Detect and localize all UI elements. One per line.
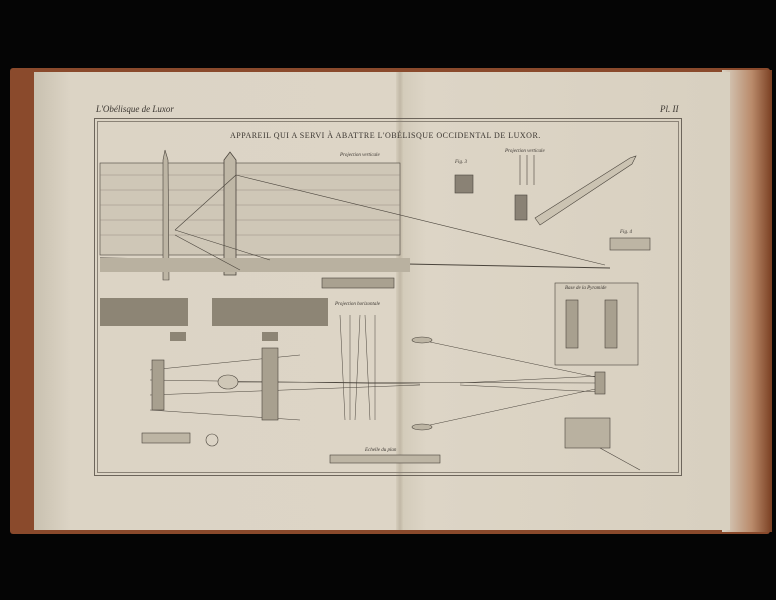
running-head-right: Pl. II [660, 104, 679, 114]
foundation-block [212, 298, 328, 326]
label-proj-vert: Projection verticale [340, 153, 380, 158]
fig3-section [454, 174, 474, 194]
label-fig3: Fig. 3 [455, 160, 467, 165]
label-proj-vert-2: Projection verticale [505, 149, 545, 154]
obelisk-lowered [534, 155, 637, 226]
label-proj-horiz: Projection horizontale [335, 302, 380, 307]
cable [235, 174, 606, 266]
label-echelle: Echelle du plan [365, 448, 397, 453]
page-edges [722, 70, 772, 532]
label-base-pyramide: Base de la Pyramide [565, 286, 607, 291]
plate-frame [94, 118, 682, 476]
scale-bar [329, 454, 441, 464]
temple-wall [99, 162, 401, 256]
plate-title: APPAREIL QUI A SERVI À ABATTRE L'OBÉLISQ… [230, 131, 541, 140]
book-gutter [396, 72, 404, 530]
foundation-block [100, 298, 188, 326]
obelisk-standing [162, 149, 170, 281]
fig4 [609, 237, 651, 251]
running-head-left: L'Obélisque de Luxor [96, 104, 174, 114]
obelisk-tower [223, 151, 237, 276]
label-fig4: Fig. 4 [620, 230, 632, 235]
plate-frame-inner [97, 121, 679, 473]
